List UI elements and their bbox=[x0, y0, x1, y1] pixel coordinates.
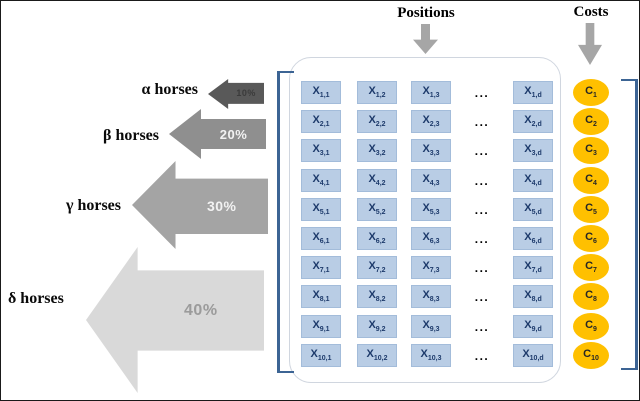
matrix-cell: X3,1 bbox=[301, 139, 341, 162]
matrix-cell: X1,d bbox=[513, 81, 553, 104]
matrix-cell: X1,2 bbox=[357, 81, 397, 104]
matrix-cell: X10,2 bbox=[357, 344, 397, 367]
matrix-cell: X6,3 bbox=[411, 227, 451, 250]
cost-node: C5 bbox=[573, 196, 609, 223]
matrix-cell: X6,d bbox=[513, 227, 553, 250]
matrix-cell: X3,d bbox=[513, 139, 553, 162]
matrix-cell: X7,2 bbox=[357, 256, 397, 279]
matrix-cell: X7,d bbox=[513, 256, 553, 279]
matrix-right-bracket bbox=[621, 79, 638, 370]
cost-node: C3 bbox=[573, 137, 609, 164]
row-ellipsis: ... bbox=[474, 143, 490, 158]
matrix-cell: X10,3 bbox=[411, 344, 451, 367]
row-ellipsis: ... bbox=[474, 289, 490, 304]
cost-node: C2 bbox=[573, 108, 609, 135]
matrix-cell: X2,2 bbox=[357, 110, 397, 133]
row-ellipsis: ... bbox=[474, 319, 490, 334]
matrix-cell: X9,d bbox=[513, 315, 553, 338]
cost-node: C10 bbox=[573, 342, 609, 369]
gamma-horses-label: γ horses bbox=[65, 197, 121, 214]
matrix-cell: X4,3 bbox=[411, 169, 451, 192]
matrix-cell: X1,1 bbox=[301, 81, 341, 104]
matrix-cell: X5,1 bbox=[301, 198, 341, 221]
positions-heading: Positions bbox=[397, 5, 455, 21]
matrix-cell: X4,1 bbox=[301, 169, 341, 192]
arrow-40-percent-label: 40% bbox=[184, 301, 218, 319]
matrix-cell: X2,3 bbox=[411, 110, 451, 133]
arrow-30-percent-label: 30% bbox=[206, 198, 237, 215]
delta-horses-label: δ horses bbox=[8, 290, 64, 307]
beta-horses-label: β horses bbox=[103, 127, 159, 144]
cost-node: C1 bbox=[573, 79, 609, 106]
row-ellipsis: ... bbox=[474, 348, 490, 363]
matrix-cell: X8,2 bbox=[357, 285, 397, 308]
matrix-cell: X6,1 bbox=[301, 227, 341, 250]
matrix-cell: X7,3 bbox=[411, 256, 451, 279]
matrix-cell: X4,2 bbox=[357, 169, 397, 192]
cost-node: C6 bbox=[573, 225, 609, 252]
cost-node: C4 bbox=[573, 167, 609, 194]
row-ellipsis: ... bbox=[474, 173, 490, 188]
matrix-cell: X3,3 bbox=[411, 139, 451, 162]
matrix-cell: X6,2 bbox=[357, 227, 397, 250]
arrow-10-percent-label: 10% bbox=[236, 88, 256, 99]
matrix-cell: X7,1 bbox=[301, 256, 341, 279]
matrix-cell: X9,1 bbox=[301, 315, 341, 338]
costs-heading: Costs bbox=[573, 4, 609, 20]
matrix-cell: X10,1 bbox=[301, 344, 341, 367]
matrix-cell: X9,3 bbox=[411, 315, 451, 338]
matrix-cell: X5,2 bbox=[357, 198, 397, 221]
matrix-cell: X5,3 bbox=[411, 198, 451, 221]
matrix-cell: X1,3 bbox=[411, 81, 451, 104]
matrix-cell: X3,2 bbox=[357, 139, 397, 162]
positions-outline bbox=[289, 57, 561, 383]
row-ellipsis: ... bbox=[474, 231, 490, 246]
row-ellipsis: ... bbox=[474, 202, 490, 217]
cost-node: C9 bbox=[573, 313, 609, 340]
matrix-cell: X8,3 bbox=[411, 285, 451, 308]
row-ellipsis: ... bbox=[474, 114, 490, 129]
matrix-cell: X8,d bbox=[513, 285, 553, 308]
matrix-cell: X5,d bbox=[513, 198, 553, 221]
cost-node: C8 bbox=[573, 283, 609, 310]
row-ellipsis: ... bbox=[474, 85, 490, 100]
matrix-cell: X4,d bbox=[513, 169, 553, 192]
matrix-cell: X9,2 bbox=[357, 315, 397, 338]
arrow-20-percent-label: 20% bbox=[219, 126, 248, 142]
matrix-cell: X8,1 bbox=[301, 285, 341, 308]
matrix-cell: X2,1 bbox=[301, 110, 341, 133]
alpha-horses-label: α horses bbox=[141, 81, 198, 98]
matrix-cell: X2,d bbox=[513, 110, 553, 133]
matrix-cell: X10,d bbox=[513, 344, 553, 367]
cost-node: C7 bbox=[573, 254, 609, 281]
matrix-left-bracket bbox=[277, 71, 294, 373]
row-ellipsis: ... bbox=[474, 260, 490, 275]
